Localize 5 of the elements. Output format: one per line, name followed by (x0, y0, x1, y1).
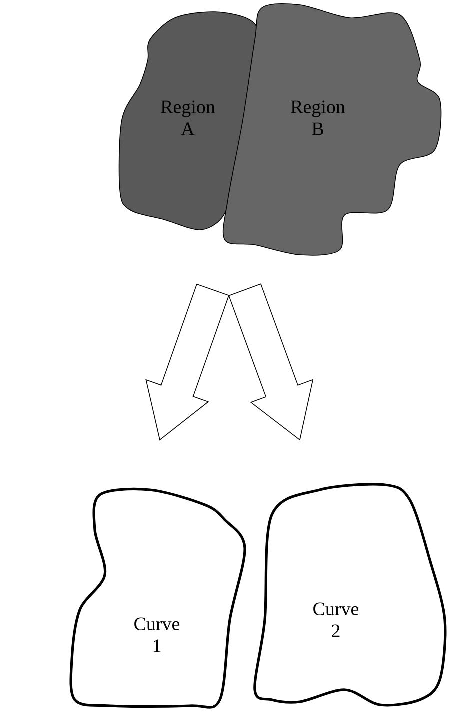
region-label: Region A (161, 100, 216, 136)
region-label: Region B (291, 100, 346, 136)
block-arrow (228, 284, 314, 441)
curve-label: Curve 1 (134, 618, 180, 652)
curve-label: Curve 2 (314, 602, 359, 638)
